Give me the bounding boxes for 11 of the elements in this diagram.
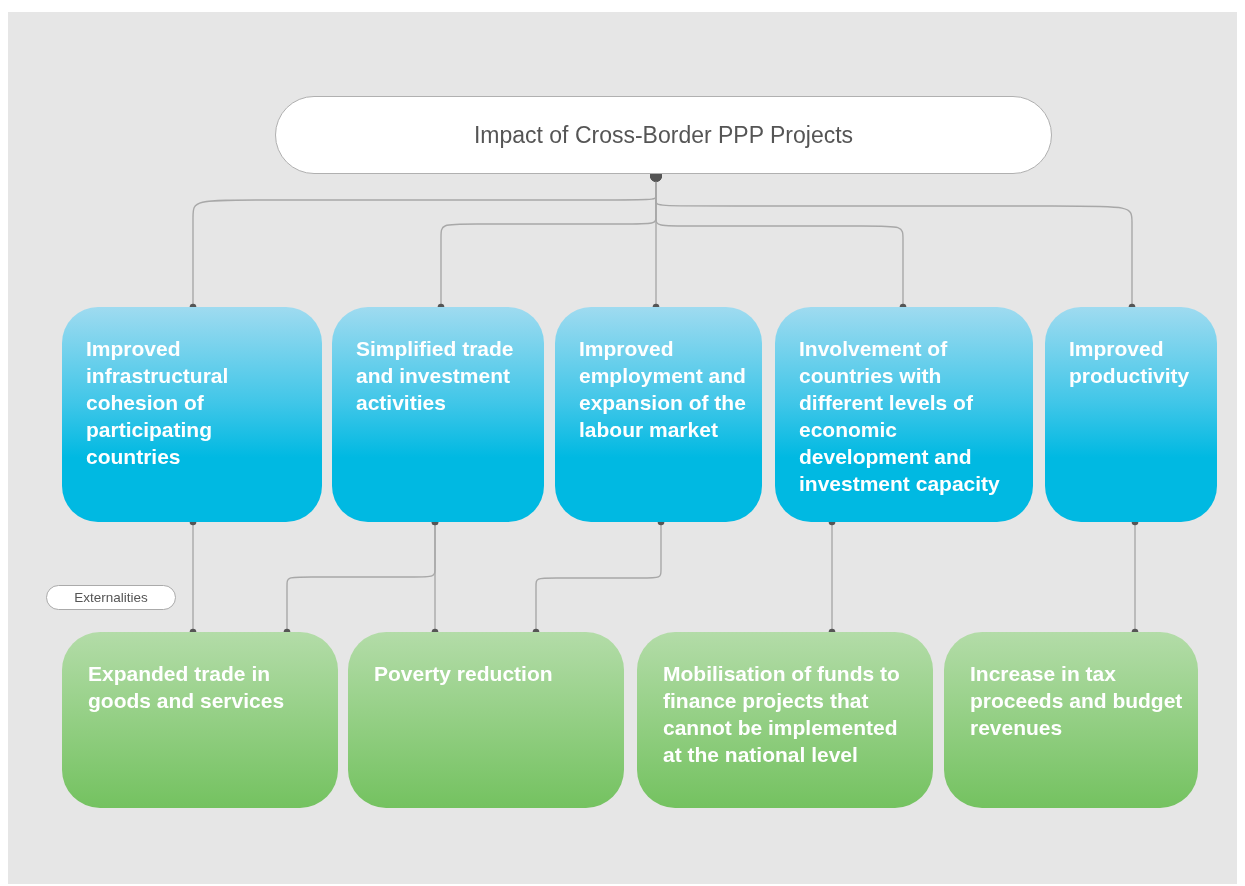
- outcome-box: Poverty reduction: [348, 632, 624, 808]
- impact-box: Improved employment and expansion of the labour market: [555, 307, 762, 522]
- impact-box: Improved productivity: [1045, 307, 1217, 522]
- impact-box: Simplified trade and investment activities: [332, 307, 544, 522]
- outcome-box: Mobilisation of funds to finance projects that cannot be implemented at the national level: [637, 632, 933, 808]
- outcome-box: Increase in tax proceeds and budget revenues: [944, 632, 1198, 808]
- outcome-box: Expanded trade in goods and services: [62, 632, 338, 808]
- title-box: Impact of Cross-Border PPP Projects: [275, 96, 1052, 174]
- impact-box: Improved infrastructural cohesion of participating countries: [62, 307, 322, 522]
- impact-box: Involvement of countries with different levels of economic development and investment capacity: [775, 307, 1033, 522]
- externalities-tag: Externalities: [46, 585, 176, 610]
